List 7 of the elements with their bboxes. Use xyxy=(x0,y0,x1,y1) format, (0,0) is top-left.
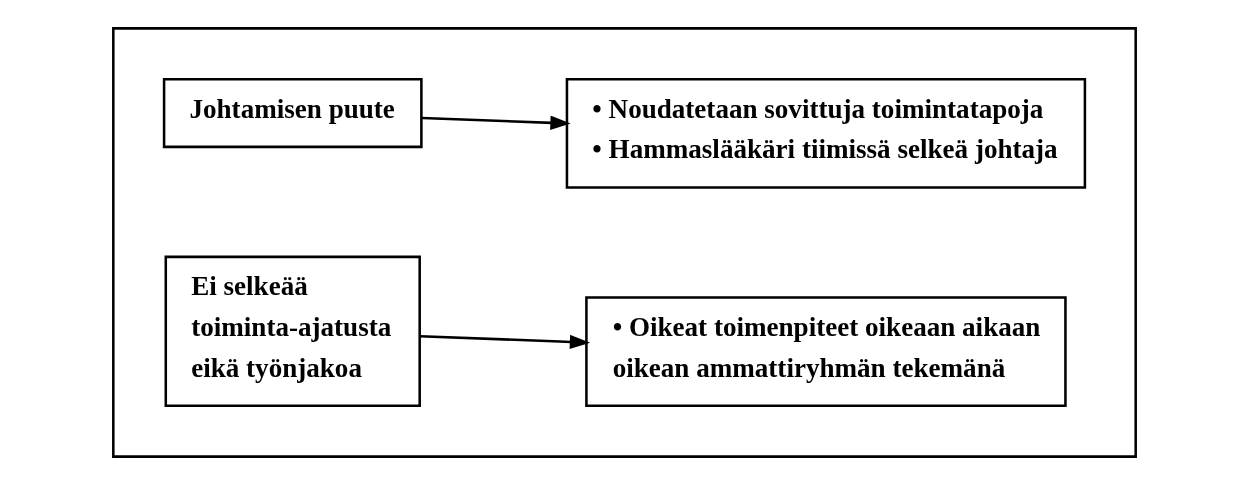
node-box: • Noudatetaan sovittuja toimintatapoja • Hammaslääkäri tiimissä selkeä johtaja xyxy=(565,77,1086,189)
node-box: Ei selkeää toiminta-ajatusta eikä työnjakoa xyxy=(164,255,421,408)
cluster xyxy=(111,27,1137,458)
node-box: Johtamisen puute xyxy=(162,77,423,149)
arrow xyxy=(419,334,590,350)
arrow xyxy=(421,115,571,130)
node-box: • Oikeat toimenpiteet oikeaan aikaan oikean ammattiryhmän tekemänä xyxy=(584,296,1067,408)
